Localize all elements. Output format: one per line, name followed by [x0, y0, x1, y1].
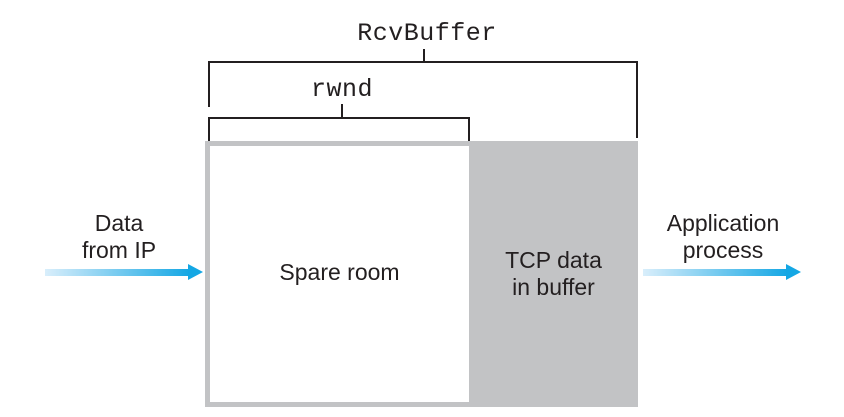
- rwnd-bracket-horizontal: [208, 117, 470, 119]
- application-process-label: Application process: [643, 210, 803, 264]
- rcvbuffer-bracket-right-tick: [636, 61, 638, 138]
- tcp-data-label: TCP data in buffer: [469, 247, 638, 301]
- tcp-data-label-line1: TCP data: [505, 247, 602, 273]
- rwnd-bracket-right-tick: [468, 117, 470, 141]
- data-from-ip-label-line2: from IP: [81, 237, 157, 263]
- application-process-arrow-head: [786, 264, 801, 280]
- data-from-ip-arrow-head: [188, 264, 203, 280]
- data-from-ip-label-line1: Data: [94, 210, 144, 236]
- tcp-data-label-line2: in buffer: [512, 274, 595, 300]
- receive-buffer-box: Spare room TCP data in buffer: [205, 141, 638, 407]
- rcvbuffer-label: RcvBuffer: [357, 19, 497, 48]
- application-process-label-line1: Application: [666, 210, 780, 236]
- rwnd-bracket-stem: [341, 104, 343, 117]
- rwnd-bracket-left-tick: [208, 117, 210, 141]
- data-from-ip-label: Data from IP: [39, 210, 199, 264]
- tcp-data-region: TCP data in buffer: [469, 141, 638, 407]
- spare-room-region: Spare room: [210, 146, 469, 402]
- rcvbuffer-bracket-horizontal: [208, 61, 638, 63]
- rcvbuffer-bracket-left-tick: [208, 61, 210, 107]
- data-from-ip-arrow-shaft: [45, 269, 190, 276]
- rwnd-label: rwnd: [310, 75, 373, 104]
- application-process-label-line2: process: [682, 237, 764, 263]
- spare-room-label: Spare room: [279, 259, 400, 285]
- rcvbuffer-bracket-stem: [423, 49, 425, 61]
- application-process-arrow-shaft: [643, 269, 788, 276]
